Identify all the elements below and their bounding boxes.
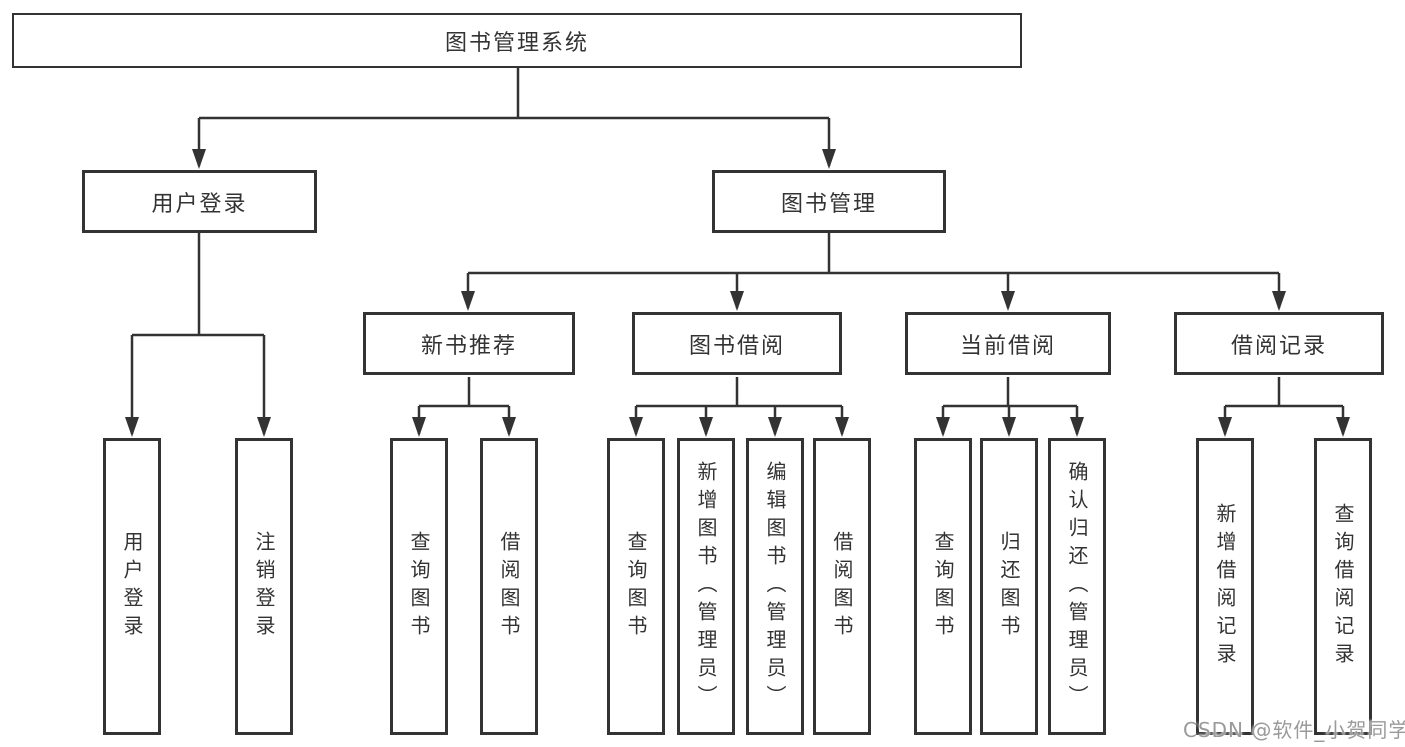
node-label: 新增借阅记录 — [1213, 502, 1237, 671]
node-library-management-system: 图书管理系统 — [12, 13, 1022, 68]
watermark-text: CSDN @软件_小贺同学 — [1183, 718, 1405, 742]
node-label: 新书推荐 — [420, 333, 517, 359]
node-label: 图书管理系统 — [444, 30, 589, 56]
node-user-login: 用户登录 — [82, 170, 317, 233]
node-label: 查询图书 — [931, 530, 955, 643]
node-label: 注销登录 — [252, 530, 276, 643]
node-label: 查询图书 — [624, 530, 648, 643]
leaf-query-books-current: 查询图书 — [914, 438, 972, 735]
node-label: 新增图书（管理员） — [694, 460, 718, 713]
node-book-management: 图书管理 — [712, 170, 946, 233]
node-label: 图书借阅 — [688, 333, 785, 359]
leaf-confirm-return-admin: 确认归还（管理员） — [1048, 438, 1106, 735]
node-borrowing-records: 借阅记录 — [1174, 312, 1384, 375]
leaf-add-borrow-record: 新增借阅记录 — [1196, 438, 1254, 735]
node-label: 借阅图书 — [830, 530, 854, 643]
node-label: 图书管理 — [780, 191, 877, 217]
leaf-query-books-borrowing: 查询图书 — [607, 438, 665, 735]
node-label: 归还图书 — [997, 530, 1021, 643]
node-label: 编辑图书（管理员） — [763, 460, 787, 713]
leaf-user-login: 用户登录 — [103, 438, 161, 735]
leaf-return-book: 归还图书 — [980, 438, 1038, 735]
node-book-borrowing: 图书借阅 — [632, 312, 842, 375]
leaf-logout: 注销登录 — [235, 438, 293, 735]
leaf-query-borrow-record: 查询借阅记录 — [1314, 438, 1372, 735]
connector-skeleton — [132, 68, 1343, 408]
node-current-borrowing: 当前借阅 — [905, 312, 1111, 375]
leaf-add-book-admin: 新增图书（管理员） — [677, 438, 735, 735]
leaf-borrow-books-borrowing: 借阅图书 — [813, 438, 871, 735]
leaf-edit-book-admin: 编辑图书（管理员） — [746, 438, 804, 735]
node-label: 用户登录 — [120, 530, 144, 643]
node-label: 借阅记录 — [1230, 333, 1327, 359]
leaf-query-books-recommend: 查询图书 — [390, 438, 448, 735]
node-label: 用户登录 — [151, 191, 248, 217]
node-label: 查询图书 — [407, 530, 431, 643]
leaf-borrow-books-recommend: 借阅图书 — [480, 438, 538, 735]
node-label: 确认归还（管理员） — [1065, 460, 1089, 713]
node-label: 借阅图书 — [497, 530, 521, 643]
node-label: 查询借阅记录 — [1331, 502, 1355, 671]
node-label: 当前借阅 — [959, 333, 1056, 359]
node-new-book-recommendation: 新书推荐 — [363, 312, 575, 375]
